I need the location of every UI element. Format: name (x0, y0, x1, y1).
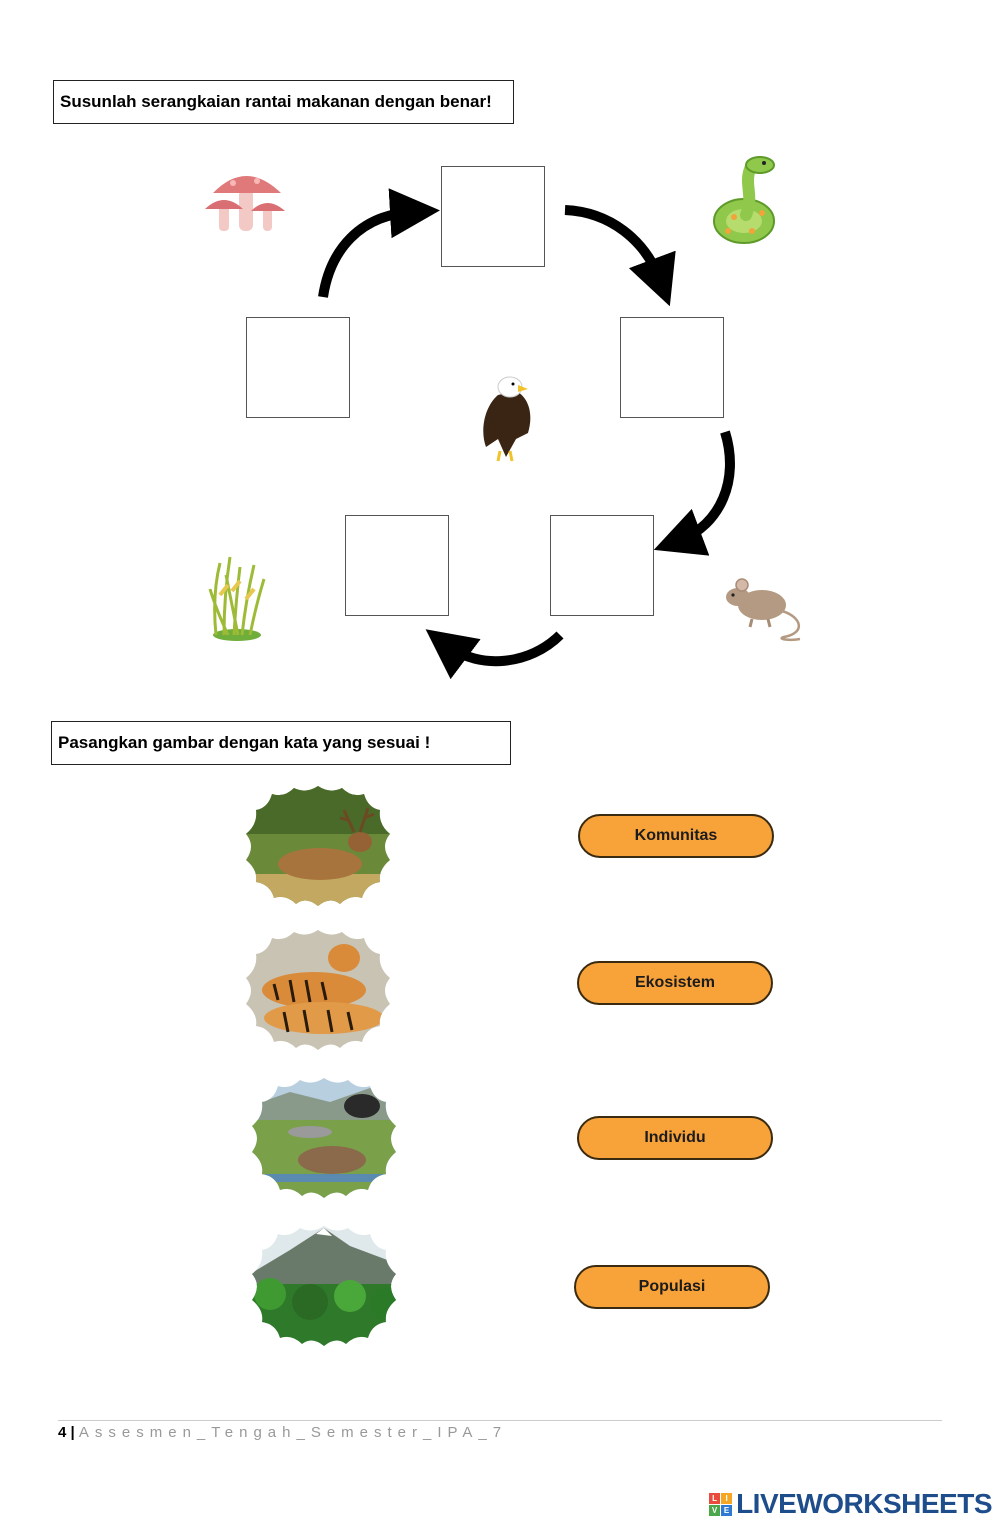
tigers-photo[interactable] (244, 928, 392, 1052)
logo-letter-i: I (721, 1493, 732, 1504)
logo-letter-v: V (709, 1505, 720, 1516)
matching-instruction-text: Pasangkan gambar dengan kata yang sesuai… (58, 733, 430, 753)
logo-letter-l: L (709, 1493, 720, 1504)
footer-separator: | (66, 1424, 79, 1441)
snake-icon (706, 155, 782, 251)
option-ekosistem[interactable]: Ekosistem (577, 961, 773, 1005)
deer-photo[interactable] (244, 784, 392, 908)
mouse-icon (724, 575, 804, 643)
liveworksheets-logo-icon: L I V E (709, 1493, 732, 1516)
document-name: Assesmen_Tengah_Semester_IPA_7 (79, 1424, 507, 1441)
arrow-right-to-bottom-right (680, 432, 730, 540)
mushroom-icon (205, 165, 287, 237)
option-populasi[interactable]: Populasi (574, 1265, 770, 1309)
arrow-left-to-top (323, 212, 412, 297)
liveworksheets-logo[interactable]: L I V E LIVEWORKSHEETS (709, 1488, 992, 1520)
option-komunitas[interactable]: Komunitas (578, 814, 774, 858)
savanna-animals-photo[interactable] (250, 1076, 398, 1200)
mountain-forest-photo[interactable] (250, 1224, 398, 1348)
option-individu[interactable]: Individu (577, 1116, 773, 1160)
footer-divider (58, 1420, 942, 1421)
matching-instruction: Pasangkan gambar dengan kata yang sesuai… (51, 721, 511, 765)
eagle-icon (476, 373, 538, 463)
logo-text: LIVEWORKSHEETS (736, 1488, 992, 1520)
logo-letter-e: E (721, 1505, 732, 1516)
grass-icon (206, 555, 268, 643)
footer: 4 | Assesmen_Tengah_Semester_IPA_7 (58, 1424, 507, 1441)
food-chain-arrows (0, 0, 1000, 720)
arrow-bottom-right-to-bottom-left (448, 635, 560, 661)
arrow-top-to-right (565, 210, 660, 280)
